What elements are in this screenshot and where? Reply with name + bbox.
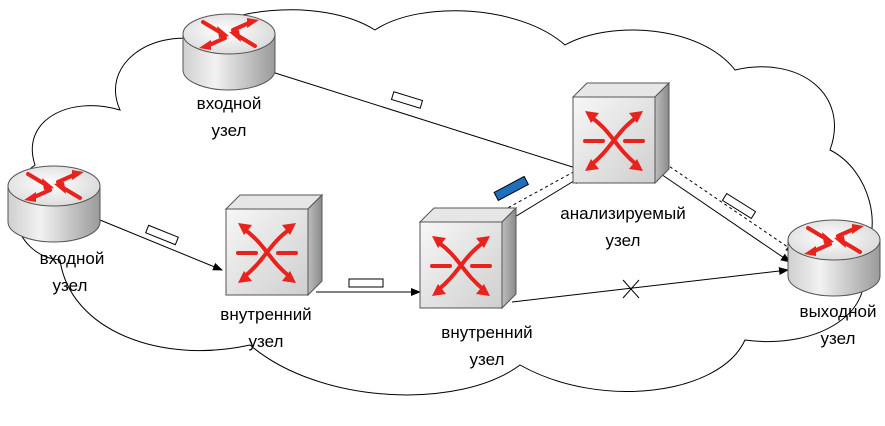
label-analyzed-line1: анализируемый: [560, 204, 685, 223]
packet-blue-highlighted: [493, 175, 530, 202]
label-egress-line2: узел: [821, 329, 856, 348]
packet-white-left: [145, 224, 179, 246]
router-icon-egress: [786, 218, 882, 298]
router-icon-ingress-top: [181, 12, 277, 92]
label-analyzed-line2: узел: [606, 231, 641, 250]
label-internal-1-line1: внутренний: [220, 305, 311, 324]
links: [99, 71, 796, 303]
link-analyzed-to-egress-solid: [654, 169, 791, 263]
label-ingress-top-line2: узел: [212, 121, 247, 140]
router-icon-ingress-left: [6, 164, 102, 244]
switch-icon-analyzed: [571, 81, 671, 185]
packet-white-middle: [348, 278, 384, 288]
label-internal-2-line2: узел: [470, 350, 505, 369]
link-internal-2-to-egress: [511, 267, 789, 303]
label-internal-2-line1: внутренний: [441, 323, 532, 342]
packet-white-right: [721, 192, 757, 220]
blocked-cross-icon: [622, 279, 640, 299]
label-ingress-top-line1: входной: [197, 94, 262, 113]
label-ingress-left-line2: узел: [53, 276, 88, 295]
label-egress-line1: выходной: [800, 302, 877, 321]
label-internal-1-line2: узел: [249, 332, 284, 351]
link-ingress-left-to-internal-1: [99, 219, 223, 271]
label-ingress-left-line1: входной: [40, 249, 105, 268]
packet-white-top: [390, 91, 424, 109]
packets: [145, 91, 757, 288]
switch-icon-internal-2: [418, 206, 518, 310]
link-ingress-top-to-analyzed: [271, 71, 583, 172]
switch-icon-internal-1: [224, 193, 324, 297]
node-labels: входной узел входной узел внутренний узе…: [40, 94, 877, 369]
